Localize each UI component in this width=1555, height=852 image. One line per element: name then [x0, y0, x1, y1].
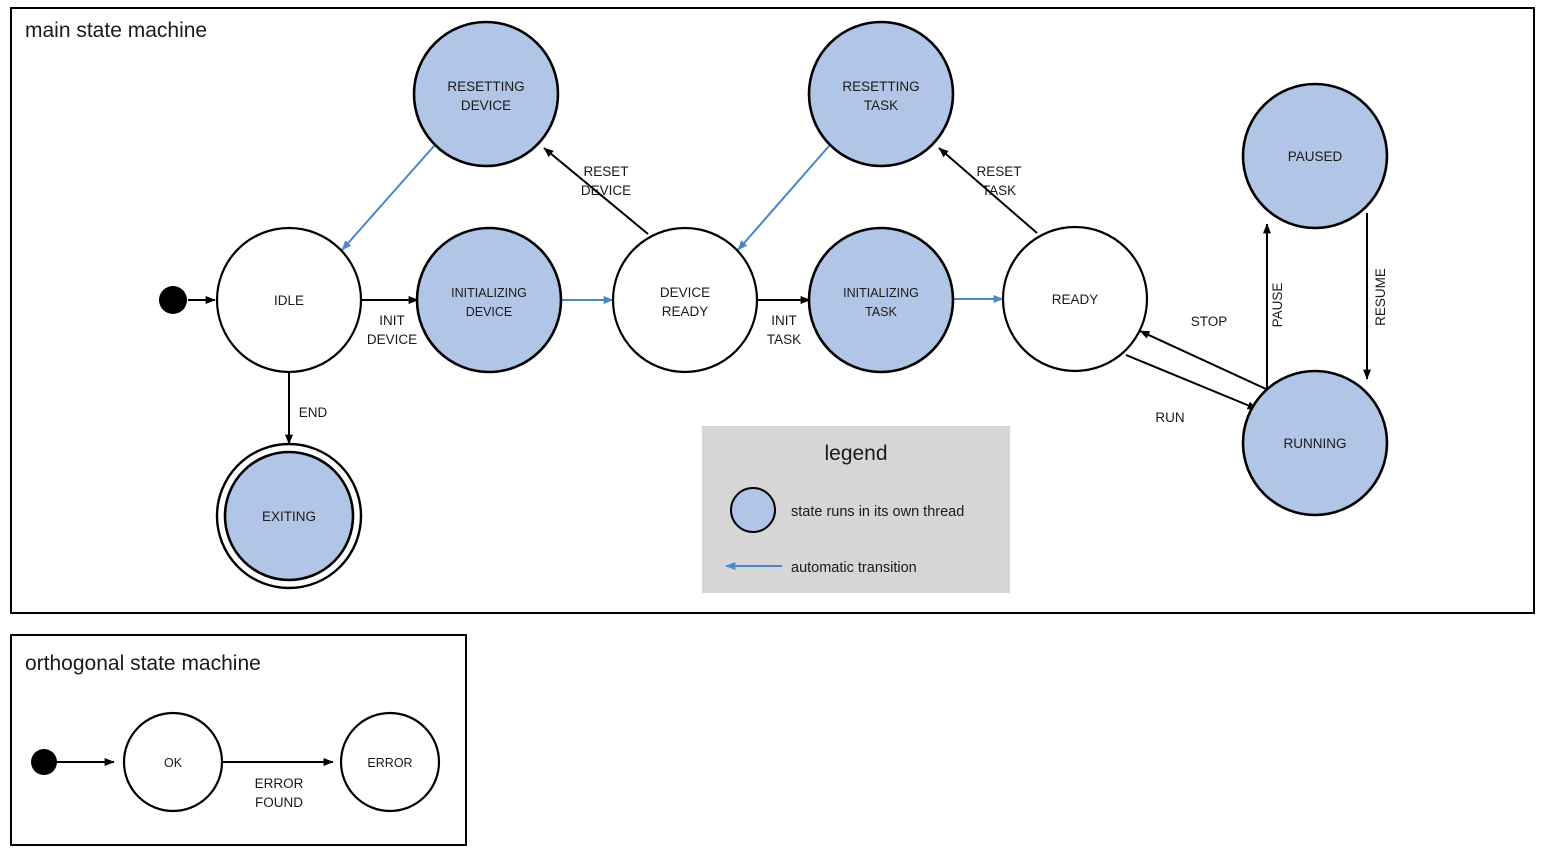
main-frame-border [10, 7, 1535, 614]
main-transitions: INIT DEVICE RESET DEVICE INIT TASK [188, 145, 1388, 445]
edge-label-line1: STOP [1191, 314, 1228, 329]
state-exiting[interactable]: EXITING [215, 442, 363, 590]
state-initializing-device[interactable]: INITIALIZING DEVICE [415, 226, 563, 374]
orthogonal-frame-title: orthogonal state machine [25, 652, 261, 675]
state-initializing-task[interactable]: INITIALIZING TASK [807, 226, 955, 374]
blue-circle-icon [730, 487, 776, 533]
state-ok[interactable]: OK [122, 711, 224, 813]
edge-line [543, 147, 649, 235]
transition-device-ready-to-initializing-task[interactable]: INIT TASK [757, 296, 811, 347]
state-resetting-device[interactable]: RESETTING DEVICE [412, 20, 560, 168]
legend-item-thread-state: state runs in its own thread [730, 487, 964, 533]
transition-ok-to-error[interactable]: ERROR FOUND [222, 758, 334, 810]
state-label-line1: RUNNING [1284, 436, 1347, 451]
state-error[interactable]: ERROR [339, 711, 441, 813]
orthogonal-state-machine-frame: orthogonal state machine ERROR FOUND OK … [10, 634, 467, 846]
state-device-ready[interactable]: DEVICE READY [611, 226, 759, 374]
edge-label-line1: PAUSE [1270, 283, 1285, 328]
state-circle [415, 226, 563, 374]
state-label-line2: DEVICE [461, 98, 511, 113]
edge-label-line1: RUN [1155, 410, 1184, 425]
state-circle [339, 711, 441, 813]
state-circle [611, 226, 759, 374]
edge-line [737, 145, 830, 251]
state-ready[interactable]: READY [1001, 225, 1149, 373]
edge-label-line1: END [299, 405, 328, 420]
edge-line [1139, 330, 1267, 390]
state-circle [1001, 225, 1149, 373]
transition-ready-to-running[interactable]: RUN [1125, 354, 1258, 425]
state-circle [1241, 369, 1389, 517]
state-label-line1: DEVICE [660, 285, 710, 300]
state-circle [215, 226, 363, 374]
legend: legend state runs in its own thread auto… [702, 426, 1010, 593]
state-label-line1: READY [1052, 292, 1099, 307]
state-label-line2: TASK [864, 98, 898, 113]
state-resetting-task[interactable]: RESETTING TASK [807, 20, 955, 168]
edge-label-line1: RESET [976, 164, 1021, 179]
state-label: ERROR [367, 756, 412, 770]
main-frame-title: main state machine [25, 19, 207, 42]
transition-device-ready-to-resetting-device[interactable]: RESET DEVICE [543, 147, 649, 235]
edge-label-line1: INIT [379, 313, 405, 328]
transition-ready-to-resetting-task[interactable]: RESET TASK [938, 147, 1038, 234]
state-label-line1: IDLE [274, 293, 304, 308]
initial-pseudostate-dot[interactable] [31, 749, 57, 775]
edge-label-line1: RESUME [1373, 268, 1388, 326]
legend-item-automatic-transition: automatic transition [725, 560, 917, 576]
edge-line [938, 147, 1038, 234]
orthogonal-frame-border [10, 634, 467, 846]
legend-item-label: state runs in its own thread [791, 504, 964, 520]
state-label-line1: RESETTING [447, 79, 524, 94]
state-idle[interactable]: IDLE [215, 226, 363, 374]
state-label-line1: PAUSED [1288, 149, 1343, 164]
main-state-machine-frame: main state machine [10, 7, 1535, 614]
edge-label-line2: DEVICE [367, 332, 417, 347]
edge-label-line1: INIT [771, 313, 797, 328]
legend-title: legend [824, 442, 887, 465]
edge-label-line1: ERROR [255, 776, 304, 791]
initial-pseudostate-dot[interactable] [159, 286, 187, 314]
state-circle [1241, 82, 1389, 230]
state-label-line2: DEVICE [466, 305, 513, 319]
state-circle [807, 20, 955, 168]
edge-label-line1: RESET [583, 164, 628, 179]
state-circle [122, 711, 224, 813]
edge-label-line2: DEVICE [581, 183, 631, 198]
transition-idle-to-initializing-device[interactable]: INIT DEVICE [361, 296, 419, 347]
state-label-line2: READY [662, 304, 709, 319]
state-label-line2: TASK [865, 305, 897, 319]
state-circle [223, 450, 355, 582]
state-label-line1: INITIALIZING [843, 286, 919, 300]
legend-item-label: automatic transition [791, 560, 917, 576]
state-label: OK [164, 756, 183, 770]
state-paused[interactable]: PAUSED [1241, 82, 1389, 230]
main-states: RESETTING DEVICE RESETTING TASK PAUSED I… [159, 20, 1389, 590]
state-label-line1: EXITING [262, 509, 316, 524]
transition-idle-to-exiting[interactable]: END [285, 372, 328, 445]
transition-resetting-device-to-idle[interactable] [341, 145, 435, 251]
transition-running-to-paused[interactable]: PAUSE [1263, 223, 1285, 390]
state-circle [807, 226, 955, 374]
state-running[interactable]: RUNNING [1241, 369, 1389, 517]
state-label-line1: RESETTING [842, 79, 919, 94]
edge-line [341, 145, 435, 251]
edge-line [1125, 354, 1258, 410]
transition-resetting-task-to-device-ready[interactable] [737, 145, 830, 251]
edge-label-line2: FOUND [255, 795, 303, 810]
transition-running-to-ready[interactable]: STOP [1139, 314, 1267, 390]
state-circle [412, 20, 560, 168]
transition-paused-to-running[interactable]: RESUME [1363, 213, 1388, 380]
edge-label-line2: TASK [982, 183, 1016, 198]
edge-label-line2: TASK [767, 332, 801, 347]
state-label-line1: INITIALIZING [451, 286, 527, 300]
